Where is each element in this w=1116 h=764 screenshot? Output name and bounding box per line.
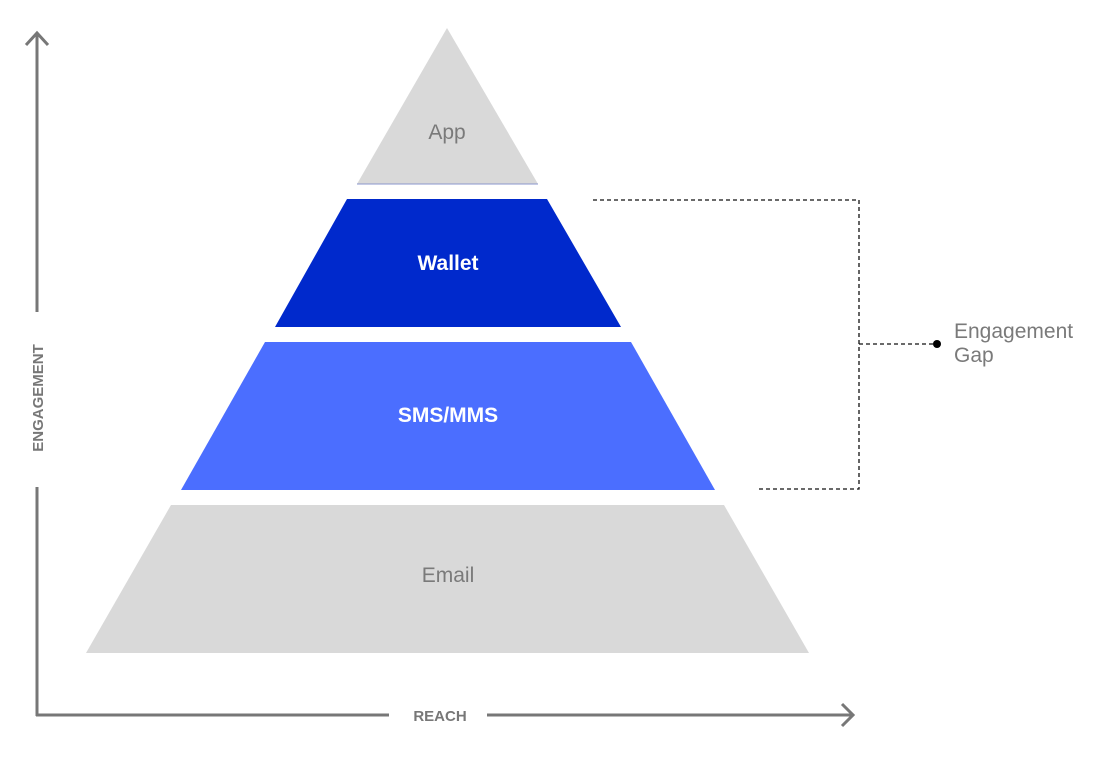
- y-axis: [24, 30, 50, 716]
- layer-email-label: Email: [422, 564, 475, 587]
- layer-email: [86, 505, 809, 653]
- engagement-gap-label-line1: Engagement: [954, 320, 1073, 343]
- engagement-gap-dot-icon: [933, 340, 941, 348]
- layer-sms-mms: [181, 342, 715, 490]
- layer-wallet: [275, 199, 621, 327]
- layer-sms-mms-label: SMS/MMS: [398, 404, 498, 427]
- engagement-gap-bracket: [593, 199, 934, 490]
- layer-app-label: App: [428, 121, 465, 144]
- layer-wallet-label: Wallet: [417, 252, 478, 275]
- engagement-gap-label-line2: Gap: [954, 344, 994, 367]
- x-axis: [36, 702, 856, 728]
- x-axis-label: REACH: [413, 708, 466, 725]
- y-axis-label: ENGAGEMENT: [30, 344, 47, 452]
- y-axis-arrowhead-icon: [24, 30, 50, 47]
- layer-app: [357, 28, 538, 184]
- x-axis-arrowhead-icon: [840, 702, 856, 728]
